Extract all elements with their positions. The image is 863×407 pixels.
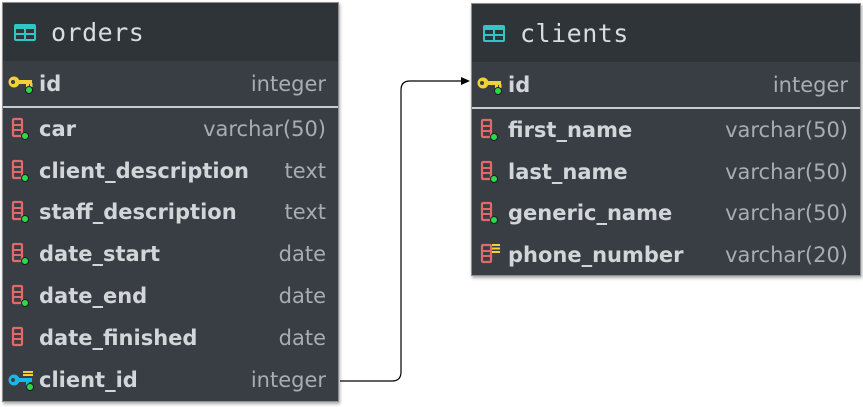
column-name: client_id bbox=[39, 367, 138, 392]
column-name: phone_number bbox=[508, 243, 684, 268]
column-type: date bbox=[278, 325, 326, 350]
column-icon bbox=[3, 233, 39, 275]
column-type: integer bbox=[250, 71, 326, 96]
clients-column-row[interactable]: last_name varchar(50) bbox=[472, 151, 860, 193]
column-type: varchar(50) bbox=[725, 159, 848, 184]
column-type: integer bbox=[250, 367, 326, 392]
orders-table-header: orders bbox=[3, 3, 338, 61]
column-type: text bbox=[284, 200, 326, 225]
column-type: varchar(20) bbox=[725, 243, 848, 268]
clients-pk-row[interactable]: id integer bbox=[472, 62, 860, 109]
column-icon bbox=[3, 108, 39, 150]
column-name: id bbox=[508, 72, 531, 97]
column-icon bbox=[3, 150, 39, 192]
connector-line bbox=[340, 80, 462, 382]
clients-column-row[interactable]: phone_number varchar(20) bbox=[472, 234, 860, 276]
column-icon bbox=[472, 109, 508, 151]
column-type: varchar(50) bbox=[725, 117, 848, 142]
orders-column-row[interactable]: date_start date bbox=[3, 233, 338, 275]
table-icon bbox=[14, 23, 36, 41]
orders-pk-row[interactable]: id integer bbox=[3, 61, 338, 108]
clients-column-row[interactable]: first_name varchar(50) bbox=[472, 109, 860, 151]
column-icon bbox=[472, 193, 508, 235]
column-name: date_end bbox=[39, 284, 148, 309]
column-type: varchar(50) bbox=[725, 201, 848, 226]
column-type: varchar(50) bbox=[203, 116, 326, 141]
column-type: date bbox=[278, 284, 326, 309]
column-name: client_description bbox=[39, 158, 249, 183]
orders-column-row[interactable]: staff_description text bbox=[3, 192, 338, 234]
column-name: first_name bbox=[508, 117, 633, 142]
column-icon bbox=[3, 192, 39, 234]
orders-column-row[interactable]: date_end date bbox=[3, 275, 338, 317]
column-name: staff_description bbox=[39, 200, 237, 225]
clients-table-title: clients bbox=[520, 18, 629, 48]
table-icon bbox=[483, 24, 505, 42]
foreign-key-icon bbox=[3, 359, 39, 401]
column-name: date_finished bbox=[39, 325, 198, 350]
column-type: text bbox=[284, 158, 326, 183]
column-icon bbox=[3, 317, 39, 359]
orders-column-row[interactable]: date_finished date bbox=[3, 317, 338, 359]
connector-arrowhead bbox=[461, 77, 470, 85]
column-name: car bbox=[39, 116, 76, 141]
orders-table-title: orders bbox=[51, 17, 145, 47]
orders-table[interactable]: orders id integer bbox=[2, 2, 339, 402]
primary-key-icon bbox=[3, 61, 39, 106]
clients-table-header: clients bbox=[472, 4, 860, 62]
column-icon bbox=[3, 275, 39, 317]
column-type: integer bbox=[772, 72, 848, 97]
clients-table[interactable]: clients id integer bbox=[471, 3, 861, 276]
column-name: generic_name bbox=[508, 201, 673, 226]
orders-column-row[interactable]: car varchar(50) bbox=[3, 108, 338, 150]
column-type: date bbox=[278, 242, 326, 267]
column-name: date_start bbox=[39, 242, 161, 267]
indexed-column-icon bbox=[472, 234, 508, 276]
column-icon bbox=[472, 151, 508, 193]
orders-column-row[interactable]: client_description text bbox=[3, 150, 338, 192]
column-name: id bbox=[39, 71, 62, 96]
clients-column-row[interactable]: generic_name varchar(50) bbox=[472, 193, 860, 235]
primary-key-icon bbox=[472, 62, 508, 107]
orders-column-row[interactable]: client_id integer bbox=[3, 359, 338, 401]
column-name: last_name bbox=[508, 159, 628, 184]
